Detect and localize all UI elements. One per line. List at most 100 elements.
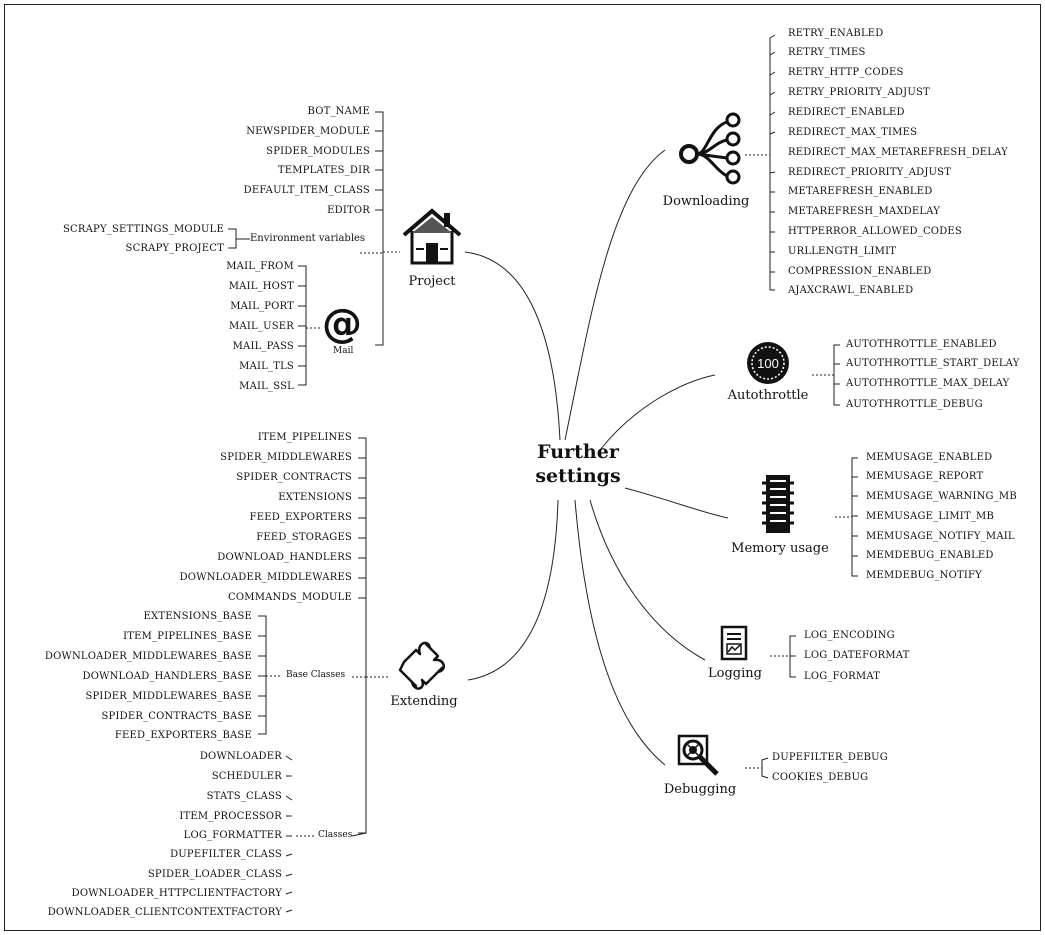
- extending-item: DOWNLOADER_MIDDLEWARES: [179, 572, 352, 583]
- downloading-item: METAREFRESH_MAXDELAY: [788, 206, 941, 217]
- downloading-item: RETRY_PRIORITY_ADJUST: [788, 87, 930, 98]
- downloading-item: RETRY_TIMES: [788, 47, 866, 58]
- mail-group-label: Mail: [333, 346, 354, 356]
- downloading-item: METAREFRESH_ENABLED: [788, 186, 933, 197]
- house-icon: [402, 208, 462, 265]
- branching-nodes-icon: [679, 112, 741, 185]
- memory-chip-icon: [762, 475, 794, 533]
- node-memory-label: Memory usage: [731, 541, 829, 556]
- log-document-icon: [720, 625, 748, 661]
- connector-logging: [589, 499, 706, 661]
- bug-magnifier-icon: [677, 734, 719, 776]
- node-extending-label: Extending: [390, 694, 458, 709]
- class-item: ITEM_PROCESSOR: [179, 811, 282, 822]
- node-debugging-label: Debugging: [663, 782, 737, 797]
- autothrottle-bracket: [833, 344, 840, 406]
- mail-item: MAIL_PASS: [232, 341, 294, 352]
- memory-bracket: [851, 457, 858, 577]
- extending-bracket: [358, 437, 367, 834]
- memory-item: MEMDEBUG_NOTIFY: [866, 570, 982, 581]
- autothrottle-item: AUTOTHROTTLE_MAX_DELAY: [846, 378, 1010, 389]
- mail-ticks: [298, 285, 306, 367]
- class-item: DUPEFILTER_CLASS: [170, 849, 282, 860]
- env-group-label: Environment variables: [250, 233, 366, 244]
- downloading-item: REDIRECT_MAX_TIMES: [788, 127, 918, 138]
- central-topic-line2: settings: [535, 465, 621, 487]
- mail-item: MAIL_PORT: [230, 301, 294, 312]
- class-item: STATS_CLASS: [206, 791, 282, 802]
- debugging-bracket: [761, 757, 769, 779]
- connector-project: [464, 251, 561, 441]
- connector-extending: [467, 499, 559, 681]
- speed-badge-text: 100: [757, 356, 779, 371]
- node-downloading-label: Downloading: [662, 194, 750, 209]
- base-classes-group-label: Base Classes: [286, 670, 346, 680]
- extending-item: SPIDER_MIDDLEWARES: [220, 452, 352, 463]
- classes-group-label: Classes: [318, 830, 353, 840]
- project-item: BOT_NAME: [307, 106, 370, 117]
- memory-item: MEMUSAGE_ENABLED: [866, 452, 993, 463]
- env-item: SCRAPY_SETTINGS_MODULE: [62, 224, 224, 235]
- autothrottle-ticks: [834, 363, 840, 385]
- downloading-item: AJAXCRAWL_ENABLED: [788, 285, 914, 296]
- mail-item: MAIL_SSL: [239, 381, 294, 392]
- extending-item: COMMANDS_MODULE: [228, 592, 352, 603]
- class-item: SCHEDULER: [211, 771, 282, 782]
- autothrottle-item: AUTOTHROTTLE_DEBUG: [846, 399, 983, 410]
- mail-item: MAIL_HOST: [228, 281, 294, 292]
- at-sign-icon: @: [322, 301, 362, 347]
- mail-item: MAIL_FROM: [226, 261, 294, 272]
- central-topic-line1: Further: [537, 441, 619, 463]
- memory-item: MEMUSAGE_LIMIT_MB: [866, 511, 995, 522]
- downloading-item: REDIRECT_MAX_METAREFRESH_DELAY: [788, 147, 1008, 158]
- base-class-item: DOWNLOAD_HANDLERS_BASE: [82, 671, 252, 682]
- class-item: LOG_FORMATTER: [183, 830, 282, 841]
- classes-ticks: [285, 755, 293, 913]
- extending-ticks: [358, 457, 366, 599]
- project-item: NEWSPIDER_MODULE: [246, 126, 370, 137]
- downloading-ticks: [769, 51, 776, 273]
- downloading-item: URLLENGTH_LIMIT: [788, 246, 897, 257]
- project-item: SPIDER_MODULES: [266, 146, 370, 157]
- logging-item: LOG_DATEFORMAT: [804, 650, 910, 661]
- node-project-label: Project: [408, 274, 456, 289]
- extending-item: SPIDER_CONTRACTS: [236, 472, 352, 483]
- env-item: SCRAPY_PROJECT: [125, 243, 224, 254]
- memory-item: MEMUSAGE_NOTIFY_MAIL: [866, 531, 1015, 542]
- debugging-item: DUPEFILTER_DEBUG: [772, 752, 888, 763]
- class-item: SPIDER_LOADER_CLASS: [147, 869, 282, 880]
- base-classes-ticks: [258, 635, 266, 717]
- puzzle-piece-icon: [398, 641, 446, 690]
- extending-item: ITEM_PIPELINES: [257, 432, 352, 443]
- downloading-item: REDIRECT_ENABLED: [788, 107, 905, 118]
- class-item: DOWNLOADER_HTTPCLIENTFACTORY: [71, 888, 282, 899]
- project-item: TEMPLATES_DIR: [277, 165, 370, 176]
- project-item: DEFAULT_ITEM_CLASS: [243, 185, 370, 196]
- base-class-item: SPIDER_MIDDLEWARES_BASE: [85, 691, 252, 702]
- env-bracket: [228, 228, 250, 249]
- class-item: DOWNLOADER_CLIENTCONTEXTFACTORY: [47, 907, 282, 918]
- debugging-item: COOKIES_DEBUG: [772, 772, 869, 783]
- downloading-item: COMPRESSION_ENABLED: [788, 266, 932, 277]
- base-class-item: FEED_EXPORTERS_BASE: [114, 730, 252, 741]
- memory-item: MEMDEBUG_ENABLED: [866, 550, 994, 561]
- logging-bracket: [789, 635, 796, 678]
- logging-item: LOG_FORMAT: [804, 671, 881, 682]
- logging-item: LOG_ENCODING: [804, 630, 895, 641]
- project-item: EDITOR: [327, 205, 370, 216]
- mail-item: MAIL_TLS: [239, 361, 294, 372]
- downloading-item: REDIRECT_PRIORITY_ADJUST: [788, 167, 952, 178]
- central-topic: Further settings: [518, 440, 638, 488]
- node-autothrottle-label: Autothrottle: [727, 388, 809, 403]
- speed-100-icon: 100: [747, 342, 789, 384]
- node-logging-label: Logging: [708, 666, 762, 681]
- project-item-ticks: [375, 130, 383, 211]
- base-classes-bracket: [258, 615, 267, 735]
- connector-downloading: [564, 149, 666, 441]
- memory-item: MEMUSAGE_REPORT: [866, 471, 984, 482]
- downloading-item: HTTPERROR_ALLOWED_CODES: [788, 226, 962, 237]
- mail-item: MAIL_USER: [229, 321, 294, 332]
- class-item: DOWNLOADER: [199, 751, 282, 762]
- project-items-bracket: [375, 111, 384, 346]
